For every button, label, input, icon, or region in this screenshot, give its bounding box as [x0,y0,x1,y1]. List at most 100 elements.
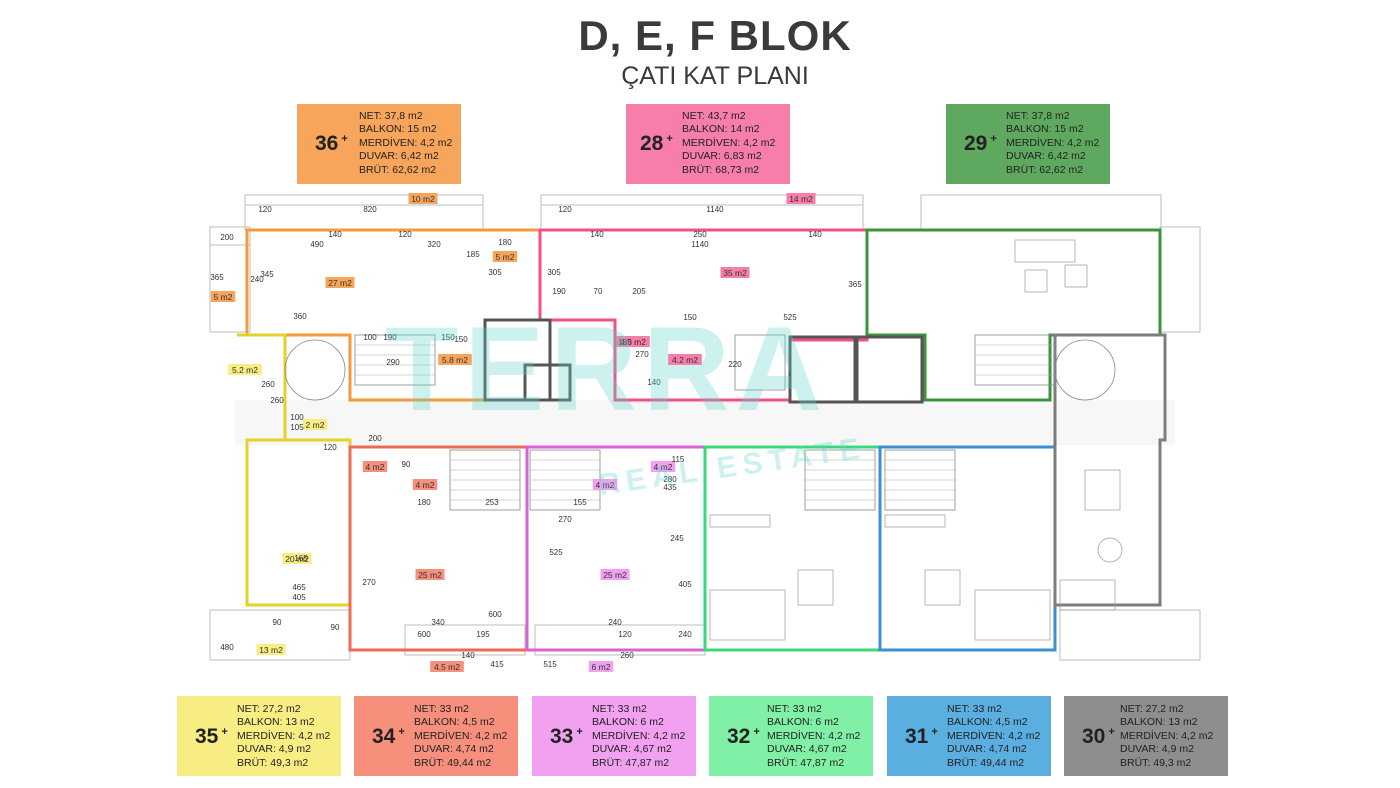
area-tag-box [325,277,355,288]
unit-number-sup: + [1108,726,1115,738]
dimension-label: 100 [290,413,304,422]
area-tag-box [408,193,438,204]
card-line-merdiven: MERDİVEN: 4,2 m2 [1006,136,1100,149]
area-tag-label: 35 m2 [723,268,747,278]
card-line-net: NET: 37,8 m2 [1006,110,1070,122]
furniture [709,239,1123,641]
dimension-label: 140 [647,378,661,387]
dimension-label: 240 [250,275,264,284]
area-tag-label: 4.5 m2 [620,337,646,347]
unit-card-32: 32+ NET: 33 m2 BALKON: 6 m2 MERDİVEN: 4,… [709,696,873,776]
area-tag-box [720,267,750,278]
unit-number-sup: + [341,133,348,145]
dimension-label: 155 [573,498,587,507]
card-line-brut: BRÜT: 47,87 m2 [592,756,670,769]
area-tag-box [415,569,445,580]
card-line-brut: BRÜT: 49,44 m2 [947,756,1025,769]
area-tag-box [228,364,262,375]
card-line-balkon: BALKON: 4,5 m2 [947,716,1028,729]
area-tag-box [412,479,438,490]
dimension-label: 345 [260,270,274,279]
dimension-label: 180 [498,238,512,247]
area-tag-label: 14 m2 [789,194,813,204]
card-line-merdiven: MERDİVEN: 4,2 m2 [237,729,331,742]
card-line-merdiven: MERDİVEN: 4,2 m2 [682,136,776,149]
dimension-label: 415 [490,660,504,669]
corridor [235,400,1175,445]
dimension-label: 820 [363,205,377,214]
unit-number: 31 [905,725,929,748]
area-tag-label: 5 m2 [214,292,233,302]
area-tag-box [430,661,464,672]
area-tag-label: 25 m2 [603,570,627,580]
card-line-net: NET: 27,2 m2 [237,703,301,715]
card-line-merdiven: MERDİVEN: 4,2 m2 [1120,729,1214,742]
dimension-label: 270 [558,515,572,524]
unit-number: 29 [964,132,988,155]
dimension-label: 490 [310,240,324,249]
unit-29-walls [865,228,1162,402]
dimension-label: 290 [386,358,400,367]
dimension-label: 190 [383,333,397,342]
card-line-brut: BRÜT: 68,73 m2 [682,163,760,176]
unit-number-sup: + [398,726,405,738]
unit-card-30: 30+ NET: 27,2 m2 BALKON: 13 m2 MERDİVEN:… [1064,696,1228,776]
unit-number: 32 [727,725,751,748]
unit-number: 36 [315,132,339,155]
dimension-label: 365 [848,280,862,289]
dimension-label: 140 [808,230,822,239]
dimension-label: 90 [331,623,340,632]
area-tag-box [302,419,328,430]
dimension-label: 1140 [691,240,709,249]
area-tag-box [650,461,676,472]
dimension-label: 270 [635,350,649,359]
card-line-duvar: DUVAR: 4,9 m2 [1120,743,1194,756]
dimension-label: 253 [485,498,499,507]
area-tag-box [592,479,618,490]
dimension-label: 365 [210,273,224,282]
card-line-balkon: BALKON: 15 m2 [1006,123,1084,136]
area-tag-label: 10 m2 [411,194,435,204]
card-line-merdiven: MERDİVEN: 4,2 m2 [592,729,686,742]
area-tag-box [438,354,472,365]
dimension-label: 150 [454,335,468,344]
area-tag-label: 13 m2 [259,645,283,655]
area-tag-box [362,461,388,472]
area-tag-box [588,661,614,672]
card-line-net: NET: 27,2 m2 [1120,703,1184,715]
card-line-brut: BRÜT: 49,3 m2 [237,756,309,769]
dimension-label: 240 [608,618,622,627]
dimension-label: 320 [427,240,441,249]
dimension-label: 90 [273,618,282,627]
card-line-balkon: BALKON: 6 m2 [592,716,664,729]
unit-number-sup: + [221,726,228,738]
unit-card-31: 31+ NET: 33 m2 BALKON: 4,5 m2 MERDİVEN: … [887,696,1051,776]
card-line-duvar: DUVAR: 4,74 m2 [414,743,494,756]
page-subtitle: ÇATI KAT PLANI [621,62,809,90]
unit-number-sup: + [931,726,938,738]
card-line-net: NET: 33 m2 [947,703,1002,715]
unit-card-28: 28+ NET: 43,7 m2 BALKON: 14 m2 MERDİVEN:… [626,104,790,184]
card-line-brut: BRÜT: 49,44 m2 [414,756,492,769]
card-line-net: NET: 33 m2 [767,703,822,715]
stair-treads [355,344,1055,501]
dimension-label: 200 [220,233,234,242]
unit-card-36: 36+ NET: 37,8 m2 BALKON: 15 m2 MERDİVEN:… [297,104,461,184]
card-line-brut: BRÜT: 47,87 m2 [767,756,845,769]
dimension-label: 305 [488,268,502,277]
area-tag-box [616,336,650,347]
area-tag-box [668,354,702,365]
dimension-label: 120 [323,443,337,452]
dimension-label: 240 [678,630,692,639]
dimension-label: 525 [549,548,563,557]
area-tag-label: 20 m2 [285,554,309,564]
area-tag-label: 25 m2 [418,570,442,580]
card-line-balkon: BALKON: 14 m2 [682,123,760,136]
core [483,318,924,404]
area-tag-label: 4 m2 [654,462,673,472]
watermark-logo: TERRA [385,302,828,436]
dimension-label: 280 [663,475,677,484]
dimension-label: 120 [398,230,412,239]
dimension-label: 180 [618,338,632,347]
